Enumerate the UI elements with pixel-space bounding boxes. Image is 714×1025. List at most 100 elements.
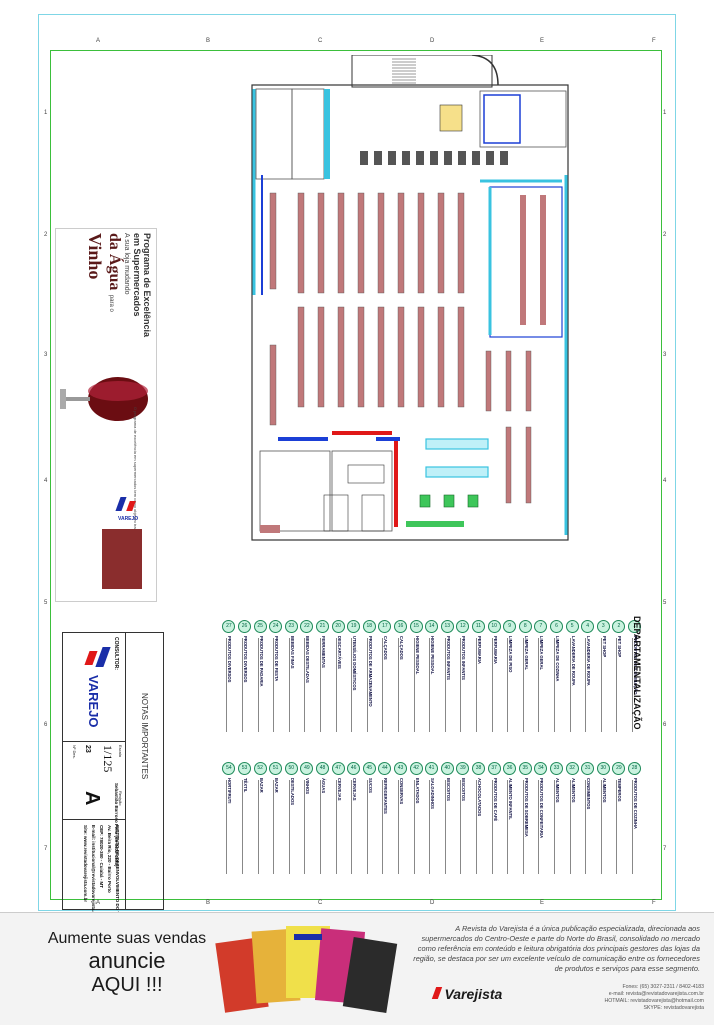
checkout-counter [486,151,494,165]
department-label: CONDIMENTOS [586,778,592,810]
gondola-upper [397,192,405,294]
department-label: PRODUTOS DE CAFÉ [492,778,498,822]
department-number-badge: 18 [362,620,376,633]
department-underline [273,638,275,732]
department-underline [538,638,540,732]
department-label: UTENSÍLIOS DOMÉSTICOS [352,636,358,691]
ruler-number: 3 [44,352,48,358]
checkout-counter [444,151,452,165]
department-underline [585,638,587,732]
department-label: TEMPEROS [617,778,623,802]
department-number-badge: 7 [534,620,548,633]
ruler-number: 5 [663,600,667,606]
gondola-upper [317,192,325,294]
department-underline [554,638,555,732]
department-number-badge: 19 [347,620,361,633]
ruler-letter: F [652,38,656,44]
ad-brand-logo[interactable]: Varejista [431,986,514,1006]
checkout-counter [472,151,480,165]
title-rev-label: Revisão [118,791,123,806]
department-underline [257,780,259,874]
department-number-badge: 39 [456,762,470,775]
drawing-frame-outer [38,14,676,911]
checkout-counter [500,151,508,165]
department-label: PRODUTOS INFANTIS [445,636,451,680]
storage-room [361,494,385,532]
department-number-badge: 17 [378,620,392,633]
department-underline [632,638,633,732]
department-label: CERVEJAS [352,778,358,801]
department-underline [522,780,524,874]
ruler-number: 4 [44,478,48,484]
department-underline [569,638,571,732]
gondola-lower [437,306,445,408]
department-underline [320,780,321,874]
department-label: ACHOCOLATADOS [477,778,482,817]
department-underline [413,780,415,874]
department-label: BAZAR [274,778,280,793]
department-label: PRODUTOS DE FESTA [274,636,280,682]
department-label: LIMPEZA GERAL [539,636,545,671]
gondola-upper [457,192,465,294]
department-number-badge: 16 [394,620,407,633]
gondola-lower [397,306,405,408]
department-label: PET SHOP [617,636,623,658]
title-sheet: A [81,791,103,806]
department-underline [554,780,555,874]
department-label: DESTILADOS [289,778,295,805]
ad-headline[interactable]: Aumente suas vendas anuncie AQUI !!! [32,930,222,997]
department-label: ALIMENTO INFANTIL [508,778,514,820]
freezer [425,438,489,450]
department-label: LAVANDERIA DE ROUPA [570,636,576,686]
ruler-number: 2 [44,232,48,238]
ruler-number: 7 [44,846,48,852]
ad-email[interactable]: e-mail: revista@revistadovarejista.com.b… [608,991,704,997]
department-underline [398,780,399,874]
notes-title: NOTAS IMPORTANTES [140,693,149,780]
ruler-number: 4 [663,478,667,484]
department-label: PRODUTOS DE COZINHA [633,778,638,829]
department-label: CALÇADOS [383,636,389,660]
ad-hotmail[interactable]: HOTMAIL: revistadovarejista@hotmail.com [604,998,704,1004]
program-big-2: Vinho [85,233,105,280]
department-label: SUCOS [367,778,373,793]
department-number-badge: 54 [222,762,236,775]
department-underline [351,638,353,732]
department-label: PRODUTOS DE CONFEITARIA [539,778,545,839]
gondola-short [505,350,512,412]
office-room [479,90,567,148]
department-underline [460,638,462,732]
department-underline [507,638,509,732]
department-number-badge: 53 [238,762,251,775]
gondola-lower [317,306,325,408]
department-underline [257,638,259,732]
department-number-badge: 12 [456,620,470,633]
department-number-badge: 15 [409,620,423,633]
title-logo-text: VAREJO [86,675,101,728]
wine-glass-image [60,377,148,421]
department-label: PRODUTOS INFANTIS [461,636,467,680]
department-underline [507,780,509,874]
department-underline [288,780,290,874]
back-room [259,450,331,532]
department-underline [226,780,228,874]
gondola-lower [297,306,305,408]
department-number-badge: 34 [534,762,548,775]
ad-line-1: Aumente suas vendas [47,930,207,947]
gondola-upper [437,192,445,294]
department-number-badge: 23 [284,620,298,633]
gondola-short [525,350,532,412]
gondola-lower [457,306,465,408]
gondola-upper [337,192,345,294]
department-label: PET SHOP [601,636,607,658]
display-island [443,494,455,508]
back-gondola [260,525,280,533]
ad-description: A Revista do Varejista é a única publica… [413,924,700,973]
department-number-badge: 27 [222,620,236,633]
department-number-badge: 32 [565,762,579,775]
department-number-badge: 38 [472,762,485,775]
ruler-number: 6 [44,722,48,728]
department-number-badge: 52 [253,762,267,775]
department-underline [304,780,306,874]
program-title-1: Programa de Excelência [142,233,152,338]
